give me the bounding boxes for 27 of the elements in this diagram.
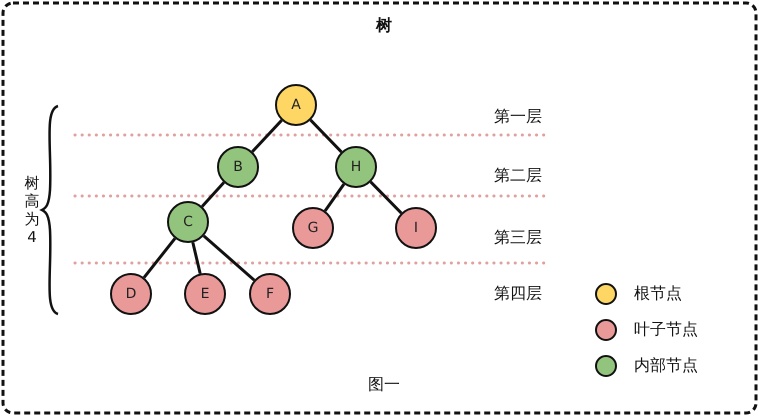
level-label: 第三层 (494, 228, 542, 248)
tree-edge (251, 119, 283, 153)
tree-node-circle: A (275, 84, 317, 126)
level-label: 第四层 (494, 284, 542, 304)
tree-node-circle: B (217, 146, 259, 188)
tree-edge (191, 242, 202, 274)
tree-edge (201, 182, 225, 208)
tree-node-circle: G (292, 207, 334, 249)
tree-edge (142, 238, 176, 278)
figure-caption: 图一 (368, 374, 400, 396)
tree-node-circle: E (184, 273, 226, 315)
tree-node-circle: C (167, 201, 209, 243)
tree-node-circle: I (395, 207, 437, 249)
legend-label: 内部节点 (634, 356, 698, 376)
tree-height-label: 树高为4 (24, 174, 40, 246)
tree-node-circle: F (249, 273, 291, 315)
diagram-title: 树 (376, 16, 392, 36)
legend-label: 叶子节点 (634, 320, 698, 340)
tree-edge (370, 180, 402, 214)
tree-edge (324, 183, 346, 212)
legend-label: 根节点 (634, 284, 682, 304)
tree-edge (310, 119, 342, 153)
tree-node-circle: D (110, 273, 152, 315)
level-label: 第二层 (494, 166, 542, 186)
tree-node-circle: H (335, 146, 377, 188)
level-label: 第一层 (494, 106, 542, 128)
tree-edge (202, 234, 256, 282)
